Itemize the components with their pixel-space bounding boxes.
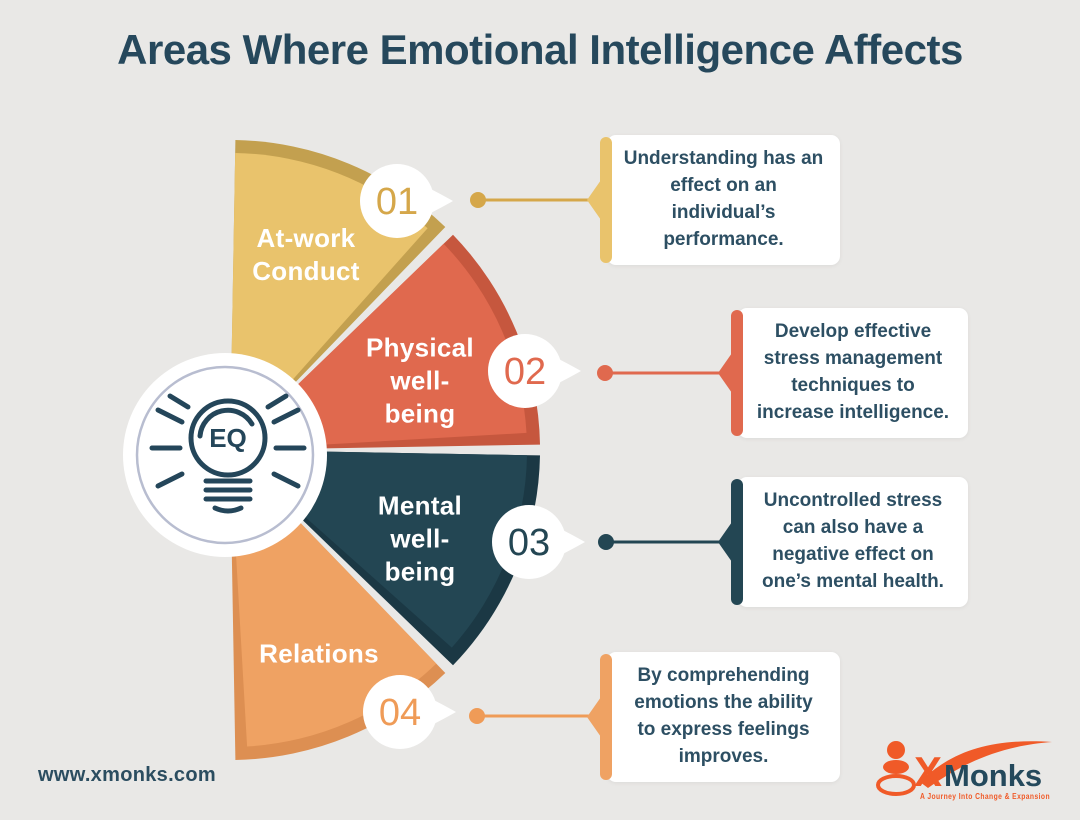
connector-dot-2 — [597, 365, 613, 381]
info-card-1: Understanding has an effect on an indivi… — [587, 135, 840, 265]
info-card-accent-bar — [600, 654, 612, 780]
xmonks-logo: X Monks A Journey Into Change & Expansio… — [876, 741, 1052, 801]
info-card-accent-bar — [731, 479, 743, 605]
number-bubble-4 — [363, 675, 437, 749]
step-number-3: 03 — [508, 522, 550, 564]
info-card-text: Uncontrolled stress can also have a nega… — [738, 477, 968, 607]
label-line: being — [384, 556, 456, 587]
info-card-text: Develop effective stress management tech… — [738, 308, 968, 438]
label-line: Physical — [366, 332, 474, 363]
wedge-label-mental-well-being: Mental well- being — [378, 490, 462, 589]
label-line: Mental — [377, 490, 463, 521]
label-line: being — [384, 398, 456, 429]
info-card-pointer — [718, 522, 732, 562]
wedge-label-at-work-conduct: At-work Conduct — [252, 222, 360, 288]
wedge-label-physical-well-being: Physical well- being — [366, 332, 474, 431]
label-line: well- — [390, 523, 450, 554]
step-number-2: 02 — [504, 351, 546, 393]
logo-swoosh — [920, 741, 1052, 788]
step-number-4: 04 — [379, 692, 421, 734]
label-line: well- — [390, 365, 450, 396]
number-bubble-2 — [488, 334, 562, 408]
logo-tagline: A Journey Into Change & Expansion — [920, 792, 1050, 801]
lightbulb-icon — [149, 393, 307, 514]
page-title: Areas Where Emotional Intelligence Affec… — [117, 26, 963, 73]
hub-circle — [123, 353, 327, 557]
number-bubble-1 — [360, 164, 434, 238]
label-line: Relations — [259, 638, 379, 669]
info-card-3: Uncontrolled stress can also have a nega… — [718, 477, 968, 607]
info-card-text: Understanding has an effect on an indivi… — [607, 135, 840, 265]
info-card-pointer — [587, 697, 601, 737]
wedge-label-relations: Relations — [259, 638, 379, 671]
info-card-pointer — [587, 180, 601, 220]
connector-dot-3 — [598, 534, 614, 550]
connector-dot-1 — [470, 192, 486, 208]
connector-dot-4 — [469, 708, 485, 724]
info-card-accent-bar — [600, 137, 612, 263]
hub-ring — [135, 365, 315, 545]
info-card-4: By comprehending emotions the ability to… — [587, 652, 840, 782]
website-url: www.xmonks.com — [38, 764, 216, 786]
label-line: Conduct — [252, 256, 360, 286]
number-bubble-3 — [492, 505, 566, 579]
info-card-accent-bar — [731, 310, 743, 436]
label-line: At-work — [256, 223, 356, 253]
eq-label: EQ — [209, 423, 247, 453]
info-card-pointer — [718, 353, 732, 393]
logo-x: X — [914, 748, 942, 795]
info-card-text: By comprehending emotions the ability to… — [607, 652, 840, 782]
step-number-1: 01 — [376, 181, 418, 223]
info-card-2: Develop effective stress management tech… — [718, 308, 968, 438]
monk-stones-icon — [876, 741, 916, 796]
logo-name: Monks — [944, 758, 1042, 793]
